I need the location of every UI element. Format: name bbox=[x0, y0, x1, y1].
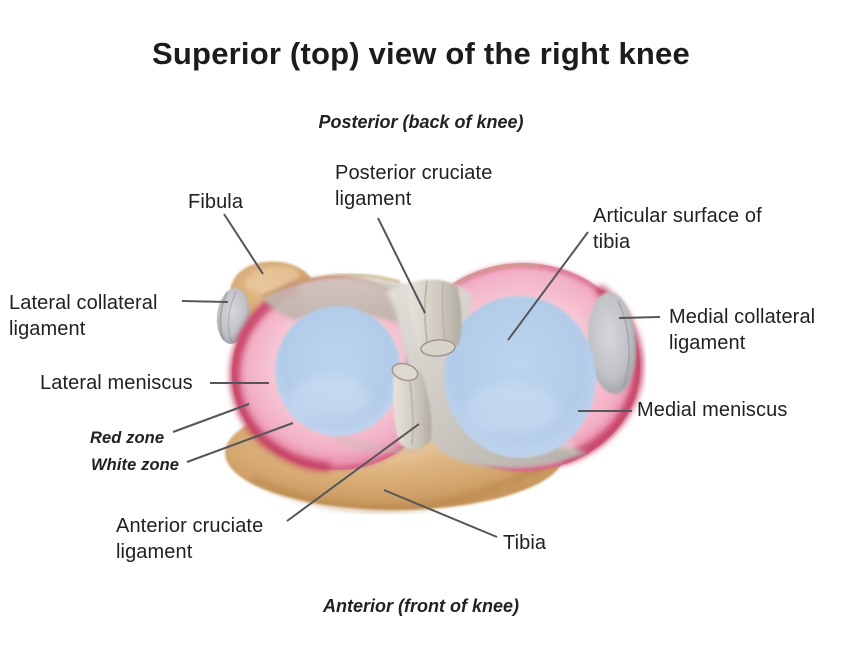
tibia-leader-line bbox=[383, 489, 498, 538]
tibia-label: Tibia bbox=[503, 532, 547, 554]
lateral-meniscus-label: Lateral meniscus bbox=[40, 372, 193, 394]
fibula-leader-line bbox=[223, 213, 264, 275]
anterior-cruciate-ligament-label: Anterior cruciate ligament bbox=[116, 515, 264, 563]
articular-surface-of-tibia-label: Articular surface of tibia bbox=[593, 205, 762, 253]
anterior-cruciate-ligament-shape bbox=[391, 362, 432, 449]
medial-meniscus-label: Medial meniscus bbox=[637, 399, 788, 421]
anterior-cruciate-leader-line bbox=[286, 423, 420, 522]
white-zone-label: White zone bbox=[91, 456, 180, 474]
page-title: Superior (top) view of the right knee bbox=[152, 36, 690, 71]
lateral-articular-surface-shape bbox=[275, 306, 401, 436]
red-zone-leader-line bbox=[172, 403, 250, 433]
medial-articular-surface-shape bbox=[443, 296, 597, 458]
lateral-collateral-ligament-label: Lateral collateral ligament bbox=[9, 292, 158, 340]
red-zone-label: Red zone bbox=[90, 429, 165, 447]
fibula-label: Fibula bbox=[188, 191, 244, 213]
posterior-cruciate-ligament-shape bbox=[408, 279, 462, 357]
white-zone-leader-line bbox=[186, 422, 294, 463]
anterior-direction-label: Anterior (front of knee) bbox=[323, 596, 519, 616]
medial-collateral-ligament-label: Medial collateral ligament bbox=[669, 306, 816, 354]
lateral-collateral-leader-line bbox=[181, 300, 229, 303]
medial-collateral-leader-line bbox=[618, 316, 661, 319]
posterior-cruciate-leader-line bbox=[377, 217, 426, 314]
articular-surface-leader-line bbox=[507, 231, 589, 341]
posterior-direction-label: Posterior (back of knee) bbox=[318, 112, 524, 132]
posterior-cruciate-ligament-label: Posterior cruciate ligament bbox=[335, 162, 493, 210]
